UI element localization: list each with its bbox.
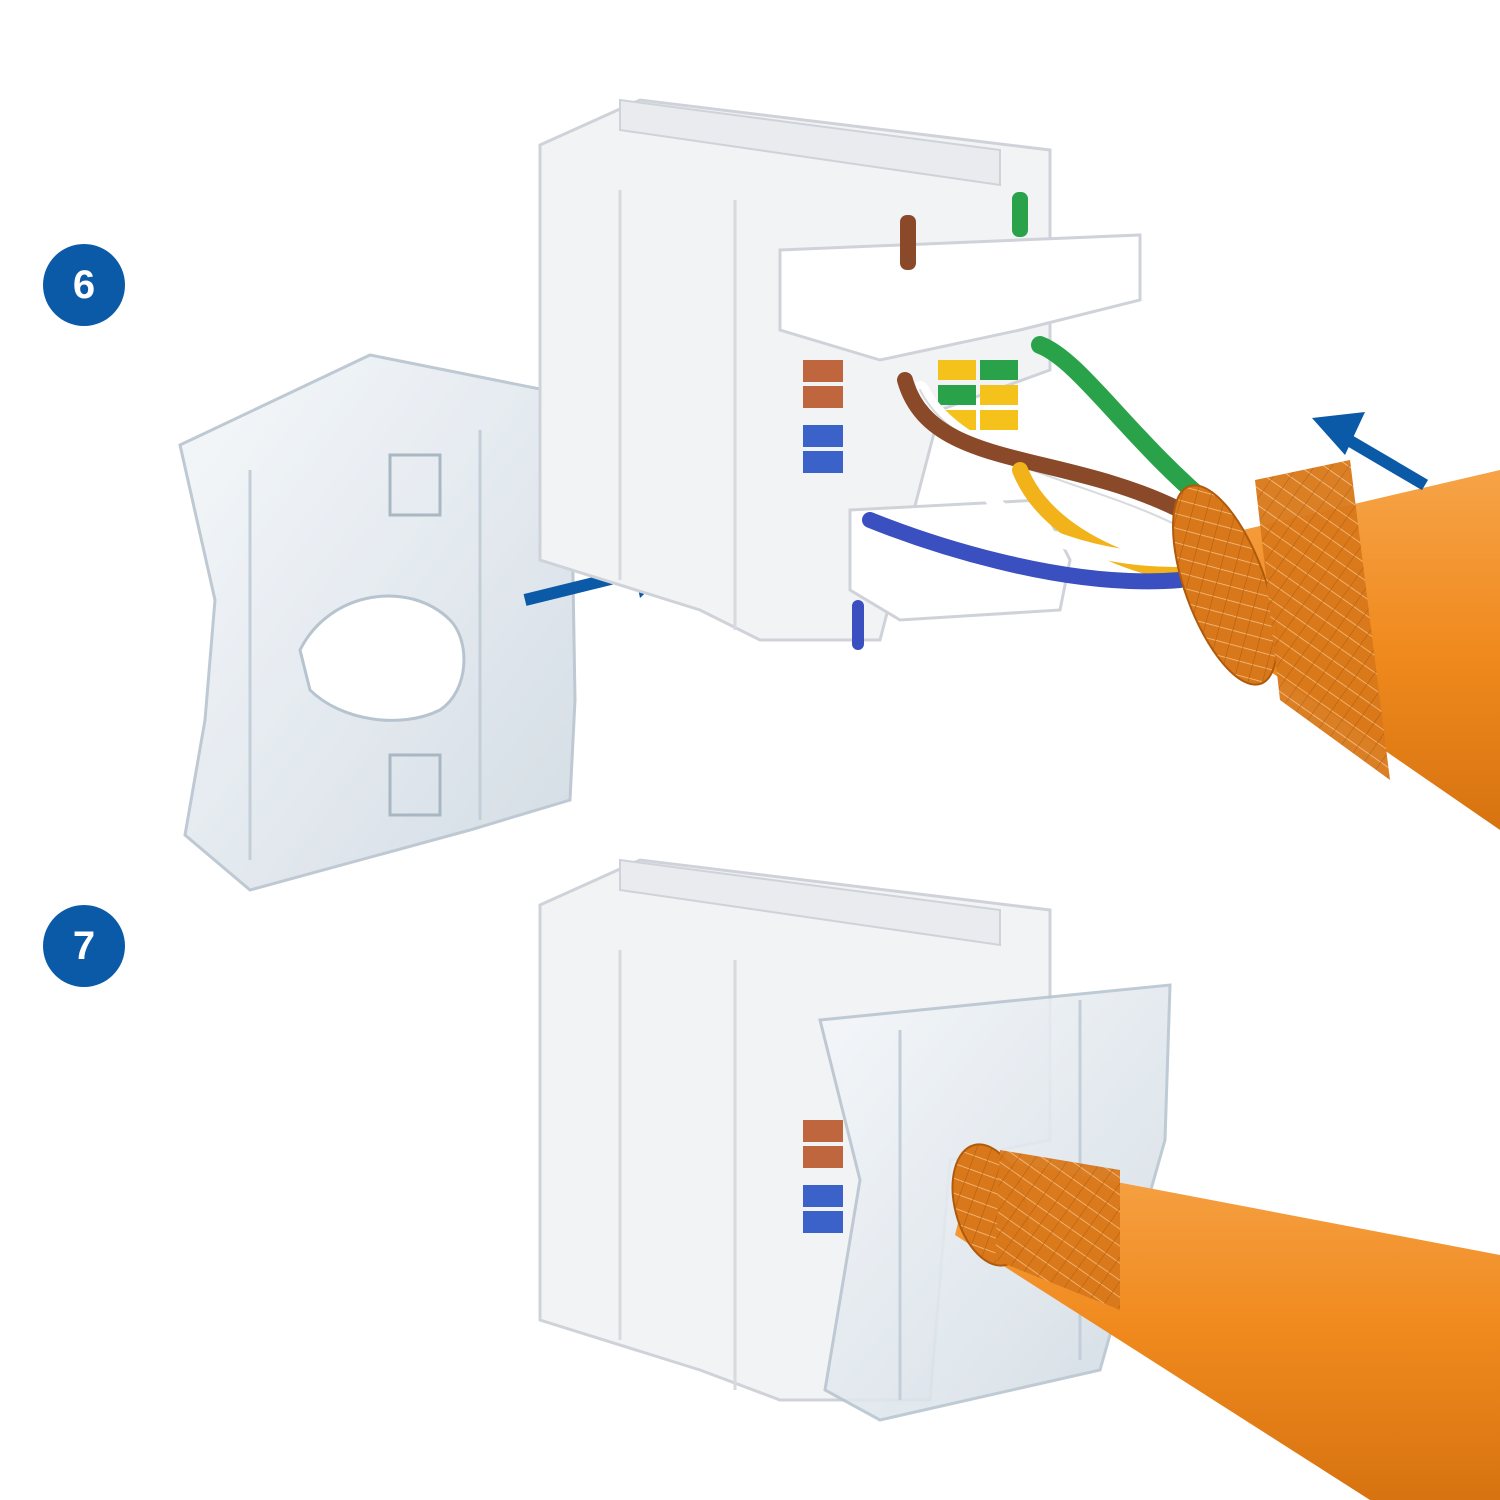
ethernet-cable-step7 [951, 1143, 1500, 1500]
clear-cap-detached [178, 353, 577, 892]
keystone-jack-open [538, 98, 1142, 650]
arrow-left-icon [1312, 412, 1429, 491]
color-code-labels [803, 360, 1018, 473]
twisted-pair-wires [862, 336, 1224, 590]
step-7-badge: 7 [43, 905, 125, 987]
step-6-badge: 6 [43, 244, 125, 326]
step-7-number: 7 [72, 923, 96, 968]
ethernet-cable-step6 [1172, 460, 1500, 830]
step-6-number: 6 [72, 262, 96, 307]
